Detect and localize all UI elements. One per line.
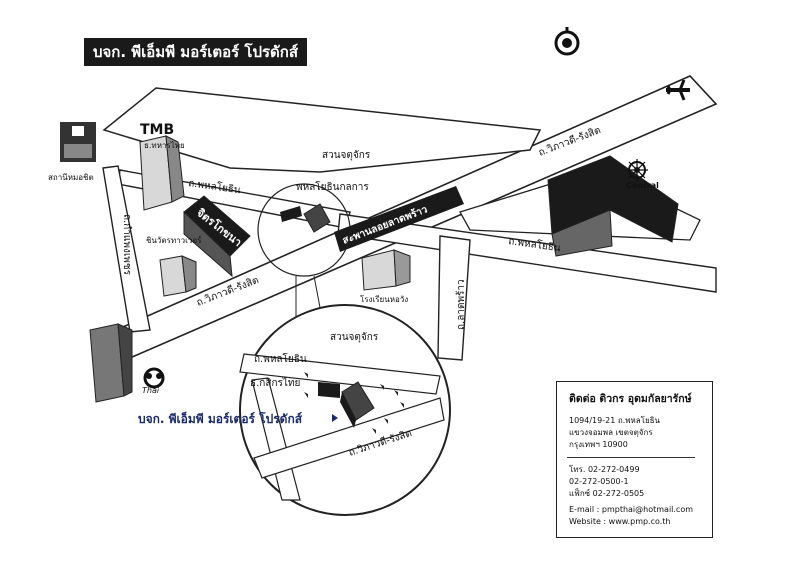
kbank-zoom-label: ธ.กสิกรไทย <box>250 377 300 389</box>
phahon-junction-label: พหลโยธินกลการ <box>296 180 369 193</box>
park-zoom-label: สวนจตุจักร <box>330 332 379 343</box>
station-label: สถานีหมอชิต <box>48 173 94 182</box>
address-line-1: 1094/19-21 ถ.พหลโยธิน <box>569 416 661 425</box>
shinawatra-building <box>159 255 197 297</box>
tmb-logo-text: TMB <box>140 122 174 138</box>
address-line-3: กรุงเทพฯ 10900 <box>569 440 628 449</box>
ptt-logo-icon <box>554 27 580 56</box>
ladprao-bridge <box>334 186 464 252</box>
school-building <box>361 249 411 291</box>
phahon-zoom-label: ถ.พหลโยธิน <box>254 352 307 365</box>
email-line[interactable]: E-mail : pmpthai@hotmail.com <box>569 505 694 514</box>
contact-box: ติดต่อ ติวกร อุดมกัลยารักษ์ 1094/19-21 ถ… <box>556 381 713 538</box>
phone-line-2: 02-272-0500-1 <box>569 477 629 486</box>
tmb-building <box>139 135 185 211</box>
ladprao-road-label: ถ.ลาดพร้าว <box>455 279 467 330</box>
central-building <box>547 155 679 257</box>
ladprao-road <box>437 235 471 361</box>
contact-divider <box>567 457 695 458</box>
website-line[interactable]: Website : www.pmp.co.th <box>569 517 671 526</box>
company-zoom-label: บจก. พีเอ็มพี มอร์เตอร์ โปรดักส์ <box>138 411 303 426</box>
airplane-icon <box>666 79 690 101</box>
address-line-2: แขวงจอมพล เขตจตุจักร <box>569 428 653 437</box>
jitr-building <box>183 195 251 278</box>
company-pointer-icon <box>332 414 338 422</box>
central-label: Central <box>626 181 659 190</box>
thai-airways-logo-icon <box>143 367 165 389</box>
zoom-ring <box>257 183 351 277</box>
shinawatra-label: ชินวัตรทาวเวอร์ <box>146 235 202 245</box>
phone-line-1: โทร. 02-272-0499 <box>569 465 640 474</box>
company-building-small <box>303 203 331 233</box>
kampaeng-road-label: ถ.กำแพงเพชร <box>121 214 132 276</box>
fax-line: แฟ็กซ์ 02-272-0505 <box>569 489 645 498</box>
park-area <box>102 87 542 173</box>
junction-block <box>280 206 302 222</box>
park-label: สวนจตุจักร <box>322 150 371 161</box>
contact-heading: ติดต่อ ติวกร อุดมกัลยารักษ์ <box>569 393 692 405</box>
central-logo-icon <box>626 159 648 181</box>
thai-logo-text: Thai <box>142 386 160 395</box>
tmb-sub-label: ธ.ทหารไทย <box>144 141 185 150</box>
tmb-logo-icon <box>60 122 96 162</box>
zoom-detail <box>239 304 451 516</box>
school-label: โรงเรียนหอวัง <box>360 294 408 304</box>
station-building <box>89 323 133 403</box>
page-title: บจก. พีเอ็มพี มอร์เตอร์ โปรดักส์ <box>84 38 307 66</box>
kampaeng-road <box>102 165 151 333</box>
